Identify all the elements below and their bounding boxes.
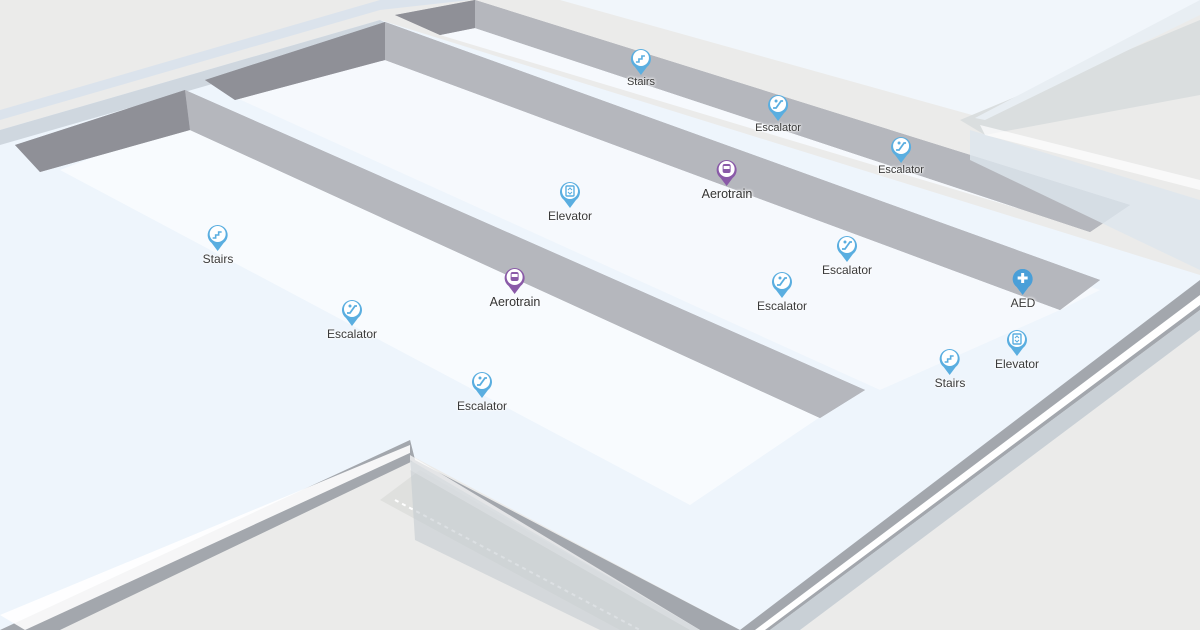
poi-label: Escalator — [821, 263, 873, 277]
poi-aerotrain[interactable]: Aerotrain — [701, 157, 753, 201]
poi-aed[interactable]: AED — [1010, 266, 1036, 310]
poi-label: Elevator — [994, 357, 1040, 371]
poi-label: Escalator — [878, 164, 924, 176]
poi-escalator[interactable]: Escalator — [757, 269, 807, 313]
poi-label: AED — [1010, 296, 1036, 310]
stairs-icon — [206, 222, 230, 252]
poi-label: Stairs — [626, 76, 656, 88]
poi-label: Escalator — [326, 327, 378, 341]
poi-elevator[interactable]: Elevator — [548, 179, 592, 223]
poi-escalator[interactable]: Escalator — [457, 369, 507, 413]
poi-label: Stairs — [934, 376, 966, 390]
train-icon — [503, 265, 527, 295]
escalator-icon — [835, 233, 859, 263]
escalator-icon — [766, 92, 790, 122]
elevator-icon — [1005, 327, 1029, 357]
poi-label: Aerotrain — [489, 295, 541, 309]
escalator-icon — [770, 269, 794, 299]
train-icon — [715, 157, 739, 187]
poi-escalator[interactable]: Escalator — [878, 134, 924, 176]
poi-label: Escalator — [755, 122, 801, 134]
poi-stairs[interactable]: Stairs — [627, 46, 655, 88]
stairs-icon — [938, 346, 962, 376]
escalator-icon — [470, 369, 494, 399]
poi-stairs[interactable]: Stairs — [934, 346, 966, 390]
poi-elevator[interactable]: Elevator — [995, 327, 1039, 371]
stairs-icon — [629, 46, 653, 76]
poi-label: Escalator — [756, 299, 808, 313]
elevator-icon — [558, 179, 582, 209]
wall-right — [740, 280, 1200, 630]
escalator-icon — [889, 134, 913, 164]
poi-escalator[interactable]: Escalator — [822, 233, 872, 277]
poi-label: Aerotrain — [701, 187, 753, 201]
poi-label: Elevator — [547, 209, 593, 223]
poi-escalator[interactable]: Escalator — [755, 92, 801, 134]
poi-stairs[interactable]: Stairs — [202, 222, 234, 266]
poi-label: Escalator — [456, 399, 508, 413]
poi-escalator[interactable]: Escalator — [327, 297, 377, 341]
poi-aerotrain[interactable]: Aerotrain — [489, 265, 541, 309]
poi-label: Stairs — [202, 252, 234, 266]
aed-icon — [1011, 266, 1035, 296]
escalator-icon — [340, 297, 364, 327]
